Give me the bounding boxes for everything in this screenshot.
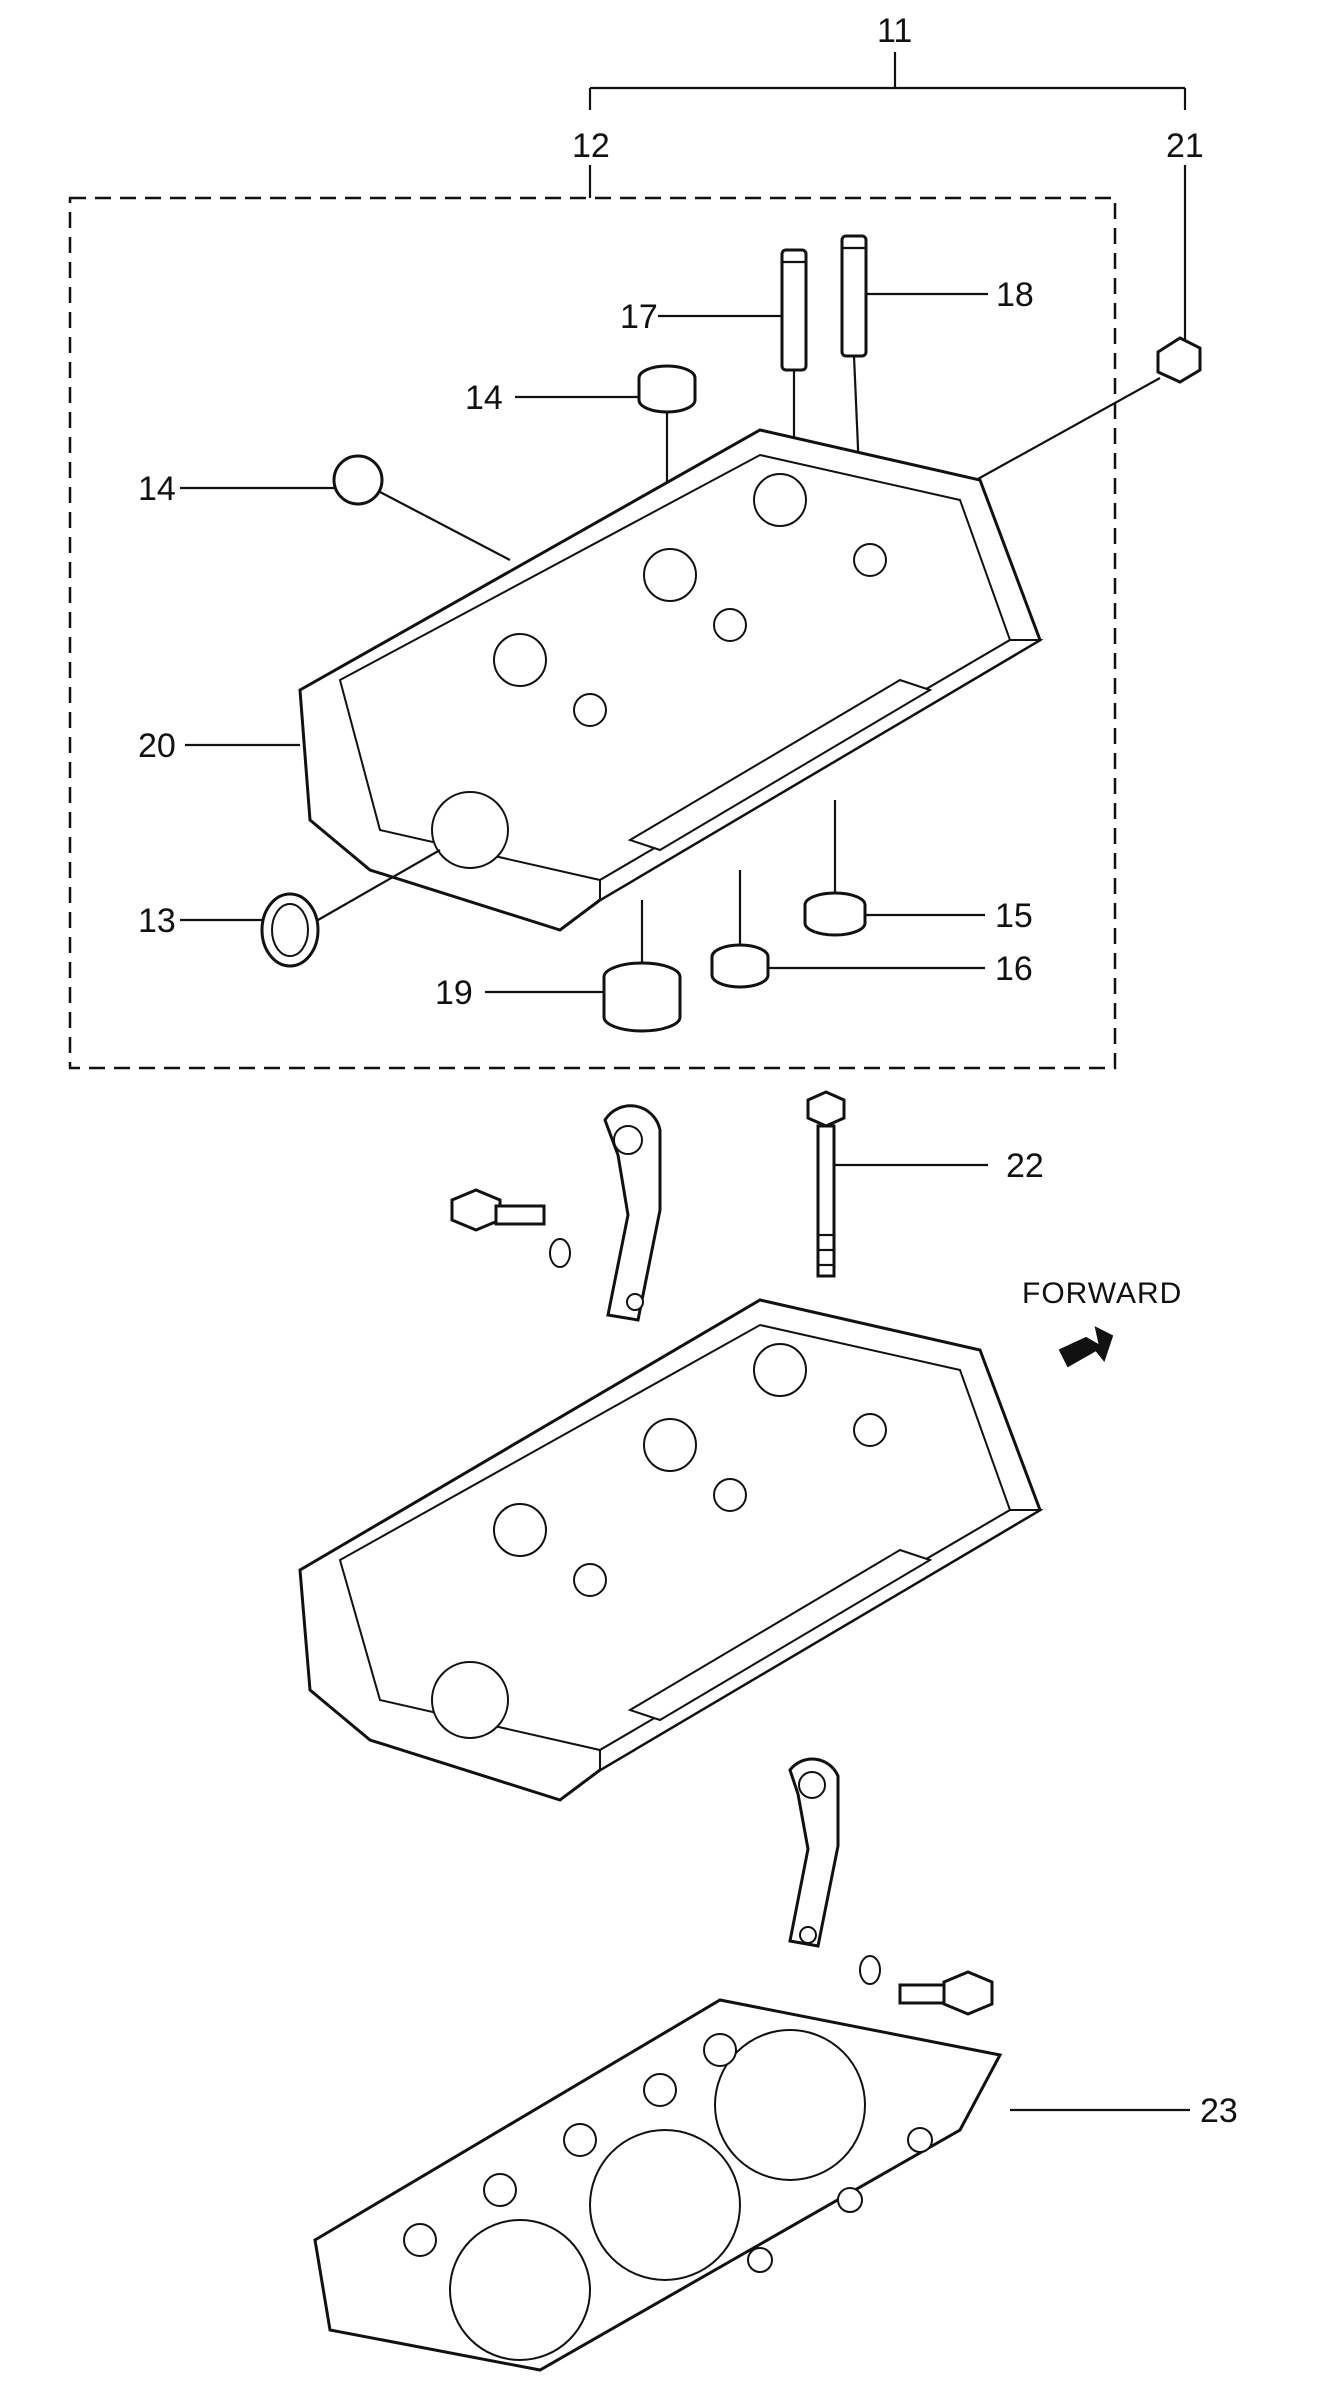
plug-21	[939, 336, 1202, 501]
callout-19: 19	[435, 974, 473, 1012]
leader-lines	[180, 292, 1190, 2112]
callout-12: 12	[572, 127, 610, 165]
subassembly-12-boundary	[68, 196, 1117, 1070]
seal-14-left	[332, 454, 511, 561]
callout-22: 22	[1006, 1147, 1044, 1185]
callout-14-top: 14	[465, 379, 503, 417]
cylinder-head-lower	[298, 1298, 1044, 1802]
forward-indicator: FORWARD	[1022, 1277, 1182, 1368]
callout-14-left: 14	[138, 470, 176, 508]
lifting-eye-lower	[788, 1757, 994, 2016]
callout-15: 15	[995, 897, 1033, 935]
seal-19	[602, 900, 682, 1033]
seal-13	[260, 849, 441, 968]
forward-label: FORWARD	[1022, 1277, 1182, 1310]
head-bolt-22	[806, 1090, 846, 1278]
assembly-bracket-11	[588, 52, 1187, 340]
callout-20: 20	[138, 727, 176, 765]
callout-21: 21	[1166, 127, 1204, 165]
cylinder-head-upper	[298, 428, 1044, 932]
callout-13: 13	[138, 902, 176, 940]
lifting-eye-upper	[450, 1104, 662, 1322]
callout-16: 16	[995, 950, 1033, 988]
seal-15	[803, 800, 867, 937]
seal-16	[710, 870, 770, 989]
head-gasket-23	[313, 1998, 1003, 2372]
callouts: 11 12 21 17 18 14 14 20 13 15 16 19 22 2…	[138, 12, 1238, 2130]
callout-11: 11	[877, 12, 912, 50]
forward-arrow-icon	[1058, 1326, 1114, 1368]
callout-17: 17	[620, 298, 658, 336]
callout-23: 23	[1200, 2092, 1238, 2130]
callout-18: 18	[996, 276, 1034, 314]
